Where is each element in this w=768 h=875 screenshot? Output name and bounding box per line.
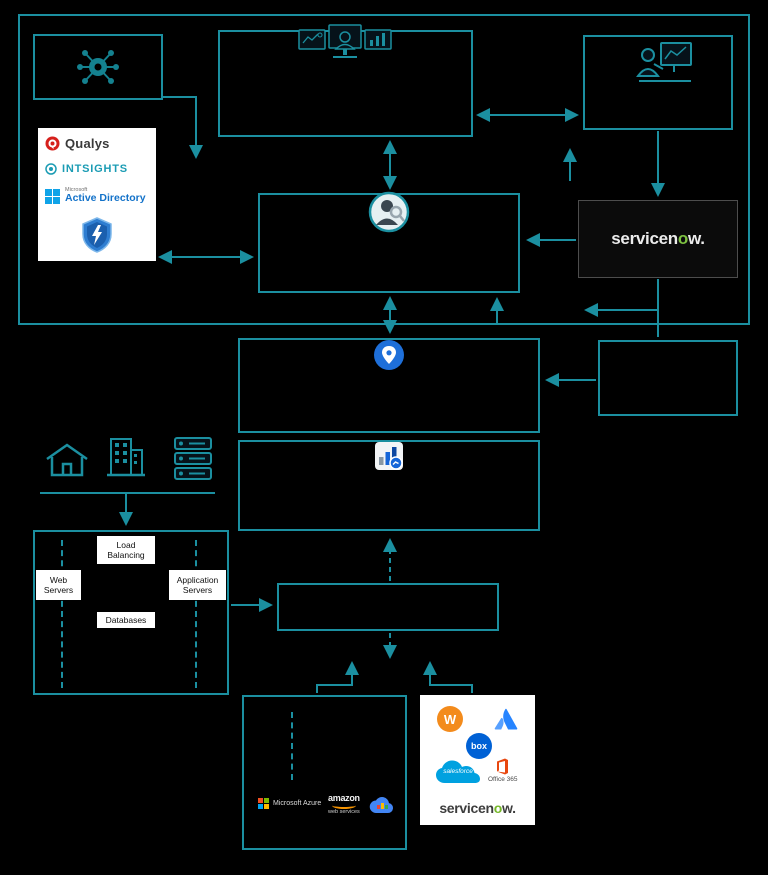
defender-shield-icon (82, 217, 112, 253)
servicenow-logo: servicenow. (611, 229, 705, 249)
qualys-logo: Qualys (45, 136, 110, 151)
servicenow-logo-green: o (677, 229, 688, 248)
cloud-box-dash (291, 712, 293, 780)
active-directory-label: Active Directory (65, 192, 146, 205)
cloud-pin-logo-icon (374, 340, 404, 370)
security-tools-box: Qualys INTSIGHTS Microsoft Active Direct… (38, 128, 156, 261)
office-365-icon (497, 758, 509, 775)
aws-amazon-label: amazon (328, 793, 360, 803)
threat-intel-box (598, 340, 738, 416)
analytics-logo-icon (375, 442, 403, 470)
application-servers-label: Application Servers (169, 570, 226, 600)
building-icon (107, 438, 145, 477)
aws-logo: amazon web services (328, 794, 360, 816)
salesforce-cloud-icon (436, 760, 480, 783)
intsights-label: INTSIGHTS (62, 163, 128, 176)
intsights-logo: INTSIGHTS (45, 163, 128, 175)
servicenow-wordmark: servicenow. (420, 800, 535, 816)
azure-logo: Microsoft Azure (258, 798, 321, 809)
servicenow-logo-end: w. (687, 229, 705, 248)
web-servers-label: Web Servers (36, 570, 81, 600)
investigator-icon (368, 191, 410, 233)
aws-services-label: web services (328, 809, 360, 815)
server-rack-icon (174, 437, 212, 480)
servicenow-wordmark-green: o (493, 800, 503, 816)
qualys-label: Qualys (65, 136, 110, 151)
atlassian-icon (494, 708, 518, 730)
box-logo: box (466, 733, 492, 759)
salesforce-label: salesforce (443, 768, 473, 775)
cloud-providers-box (242, 695, 407, 850)
salesforce-logo: salesforce (435, 758, 481, 786)
datacenter-right-dash (195, 540, 197, 688)
windows-flag-icon (45, 188, 60, 204)
home-icon (46, 443, 88, 477)
analyst-desk-icon (636, 42, 692, 82)
gateway-box (277, 583, 499, 631)
google-cloud-icon (369, 797, 394, 813)
soc-monitoring-icon (298, 24, 392, 58)
microsoft-label: Microsoft (65, 186, 88, 193)
office-365-label: Office 365 (488, 776, 518, 783)
aws-smile-icon (331, 802, 356, 809)
servicenow-box: servicenow. (578, 200, 738, 278)
intsights-icon (45, 163, 57, 176)
network-hub-icon (77, 50, 119, 84)
platform-box (258, 193, 520, 293)
workday-icon: W (437, 706, 463, 732)
azure-label: Microsoft Azure (273, 800, 322, 807)
databases-label: Databases (97, 612, 155, 628)
datacenter-left-dash (61, 540, 63, 688)
active-directory-logo: Microsoft Active Directory (45, 186, 146, 205)
servicenow-wordmark-text: servicen (439, 800, 494, 816)
servicenow-logo-text: servicen (611, 229, 678, 248)
analyst-box (583, 35, 733, 130)
office-365-logo: Office 365 (488, 758, 518, 783)
qualys-icon (45, 136, 60, 151)
servicenow-wordmark-end: w. (502, 800, 516, 816)
microsoft-squares-icon (258, 798, 269, 809)
load-balancing-label: Load Balancing (97, 536, 155, 564)
